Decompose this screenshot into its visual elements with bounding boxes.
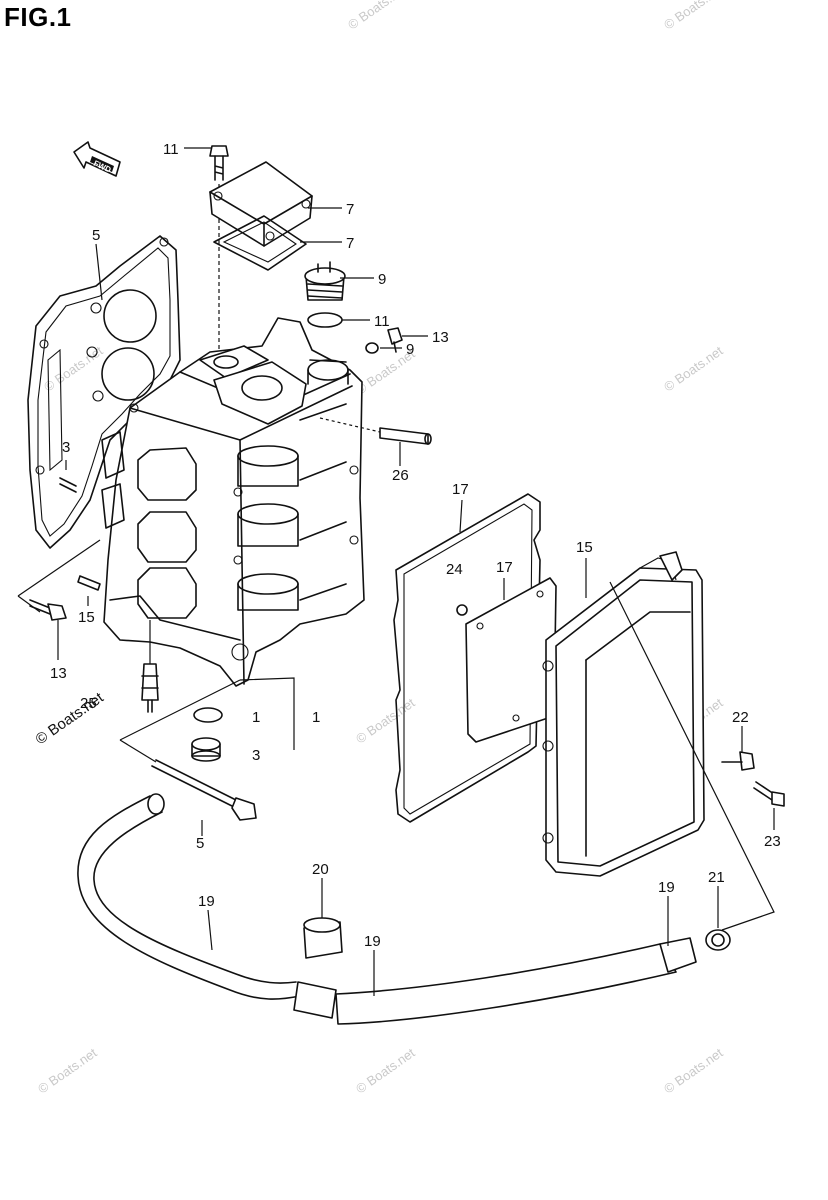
part-13-bolt: [29, 599, 67, 621]
watermark: © Boats.net: [661, 343, 726, 395]
callout-3: 3: [252, 747, 260, 764]
watermark: © Boats.net: [353, 1045, 418, 1097]
watermark: © Boats.net: [345, 0, 410, 32]
watermark: © Boats.net: [661, 0, 726, 32]
callout-2: 1: [252, 709, 260, 726]
callout-numbers: 11 7 7 9 11 13 9 5 3 26 17 15 17 24 15 1…: [50, 141, 781, 950]
hose-routing-line: [609, 581, 775, 931]
part-21-sleeve: [303, 917, 343, 959]
callout-21: 20: [312, 861, 329, 878]
part-1-cylinder-block: [101, 317, 365, 687]
callout-19-right: 19: [364, 933, 381, 950]
forward-label: FWD: [92, 159, 113, 175]
part-3-cap: [191, 737, 221, 762]
part-5-bolt: [151, 759, 257, 821]
callout-24: 23: [764, 833, 781, 850]
part-16-cover: [542, 551, 705, 877]
callout-5: 5: [196, 835, 204, 852]
callout-4: 3: [62, 439, 70, 456]
watermark: © Boats.net: [41, 343, 106, 395]
forward-arrow-icon: FWD: [73, 141, 121, 177]
callout-20: 19: [658, 879, 675, 896]
callout-15: 15: [78, 609, 95, 626]
part-25-screw: [456, 604, 468, 616]
callout-14: 13: [432, 329, 449, 346]
callout-9: 9: [378, 271, 386, 288]
part-4-stud: [59, 460, 77, 493]
callout-10: 9: [406, 341, 414, 358]
callout-26: 25: [80, 695, 97, 712]
callout-1: 1: [312, 709, 320, 726]
part-24-screw: [753, 781, 785, 807]
group-bracket-lines: [17, 539, 295, 763]
part-12-bolt: [209, 145, 229, 380]
part-19-hose: [77, 793, 677, 1025]
callout-22: 21: [708, 869, 725, 886]
figure-title: FIG.1: [4, 2, 72, 32]
watermark: © Boats.net: [661, 1045, 726, 1097]
part-9-cap: [304, 261, 346, 301]
callout-7: 7: [346, 201, 354, 218]
callout-25: 24: [446, 561, 463, 578]
callout-17: 17: [496, 559, 513, 576]
part-15-pin: [77, 575, 101, 591]
callout-11: 11: [374, 313, 390, 330]
part-8-gasket: [213, 215, 307, 271]
part-7-cover: [209, 161, 313, 247]
part-18-gasket: [393, 493, 541, 823]
part-17-plate: [465, 577, 557, 743]
callout-12: 11: [163, 141, 179, 158]
callout-16: 15: [576, 539, 593, 556]
watermark: © Boats.net: [35, 1045, 100, 1097]
callout-leaders: [57, 147, 775, 996]
part-22-clamp: [705, 929, 731, 951]
part-20-hose-end: [659, 937, 697, 973]
callout-27: 26: [392, 467, 409, 484]
part-11-o-ring: [307, 312, 343, 328]
callout-23: 22: [732, 709, 749, 726]
part-2-o-ring: [193, 707, 223, 723]
callout-8: 7: [346, 235, 354, 252]
callout-18: 17: [452, 481, 469, 498]
callout-6: 5: [92, 227, 100, 244]
part-23-clip: [721, 751, 755, 771]
callout-19-left: 19: [198, 893, 215, 910]
callout-13: 13: [50, 665, 67, 682]
part-26-plug: [141, 620, 159, 713]
watermark: © Boats.net: [353, 695, 418, 747]
part-10-washer: [365, 342, 379, 354]
part-14-screw: [387, 327, 403, 353]
part-27-pin: [319, 417, 432, 445]
